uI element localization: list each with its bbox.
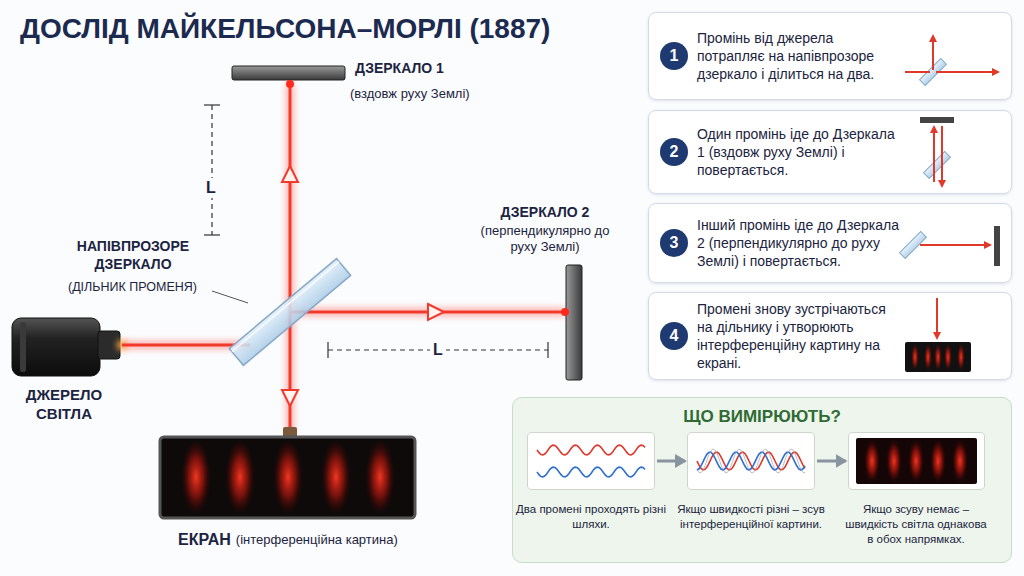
callout-number: 1: [660, 42, 688, 70]
step-box: 2 Один промінь іде до Дзеркала 1 (вздовж …: [648, 110, 1012, 194]
step-box: 4 Промені знову зустрічаються на дільнику…: [648, 292, 1012, 380]
part-label: (інтерференційна картина): [236, 532, 398, 548]
step-text: Один промінь іде до Дзеркала 1 (вздовж р…: [697, 125, 902, 180]
callout-number: 2: [660, 138, 688, 166]
part-label: ДЗЕРКАЛО 1: [355, 60, 515, 78]
outcome-card: Два промені проходять різні шляхи.: [516, 432, 666, 532]
part-label: L: [203, 178, 219, 198]
panel-heading: ЩО ВИМІРЮЮТЬ?: [513, 407, 1011, 427]
picture-frame: [527, 432, 655, 490]
outcome-card: Якщо зсуву немає – швидкість світла одна…: [841, 432, 991, 547]
info-panel: ЩО ВИМІРЮЮТЬ? Два промені проходять різні…: [512, 397, 1012, 563]
part-label: ДЖЕРЕЛО СВІТЛА: [8, 386, 120, 424]
part-label: НАПІВПРОЗОРЕ ДЗЕРКАЛО: [62, 238, 204, 273]
outcome-caption: Якщо швидкості різні – зсув інтерференці…: [676, 502, 826, 532]
callout-number: 3: [660, 229, 688, 257]
picture-frame: [848, 432, 985, 490]
diagram-title: ДОСЛІД МАЙКЕЛЬСОНА–МОРЛІ (1887): [20, 13, 550, 45]
picture-frame: [687, 432, 815, 490]
outcome-card: Якщо швидкості різні – зсув інтерференці…: [676, 432, 826, 532]
part-label: ЕКРАН: [178, 530, 231, 550]
part-label: (перпендикулярно до руху Землі): [475, 223, 615, 256]
step-text: Промінь від джерела потрапляє на напівпр…: [697, 29, 902, 84]
part-label: L: [430, 340, 446, 360]
outcome-caption: Якщо зсуву немає – швидкість світла одна…: [841, 502, 991, 547]
outcome-caption: Два промені проходять різні шляхи.: [516, 502, 666, 532]
part-label: (вздовж руху Землі): [350, 86, 510, 102]
flow-arrow: [657, 460, 685, 463]
step-text: Промені знову зустрічаються на дільнику …: [697, 300, 902, 373]
flow-arrow: [817, 460, 846, 463]
step-text: Інший промінь іде до Дзеркала 2 (перпенд…: [697, 216, 902, 271]
part-label: (ДІЛЬНИК ПРОМЕНЯ): [55, 280, 210, 296]
step-box: 1 Промінь від джерела потрапляє на напівп…: [648, 12, 1012, 100]
step-box: 3 Інший промінь іде до Дзеркала 2 (перпен…: [648, 203, 1012, 283]
part-label: ДЗЕРКАЛО 2: [470, 204, 620, 222]
callout-number: 4: [660, 322, 688, 350]
